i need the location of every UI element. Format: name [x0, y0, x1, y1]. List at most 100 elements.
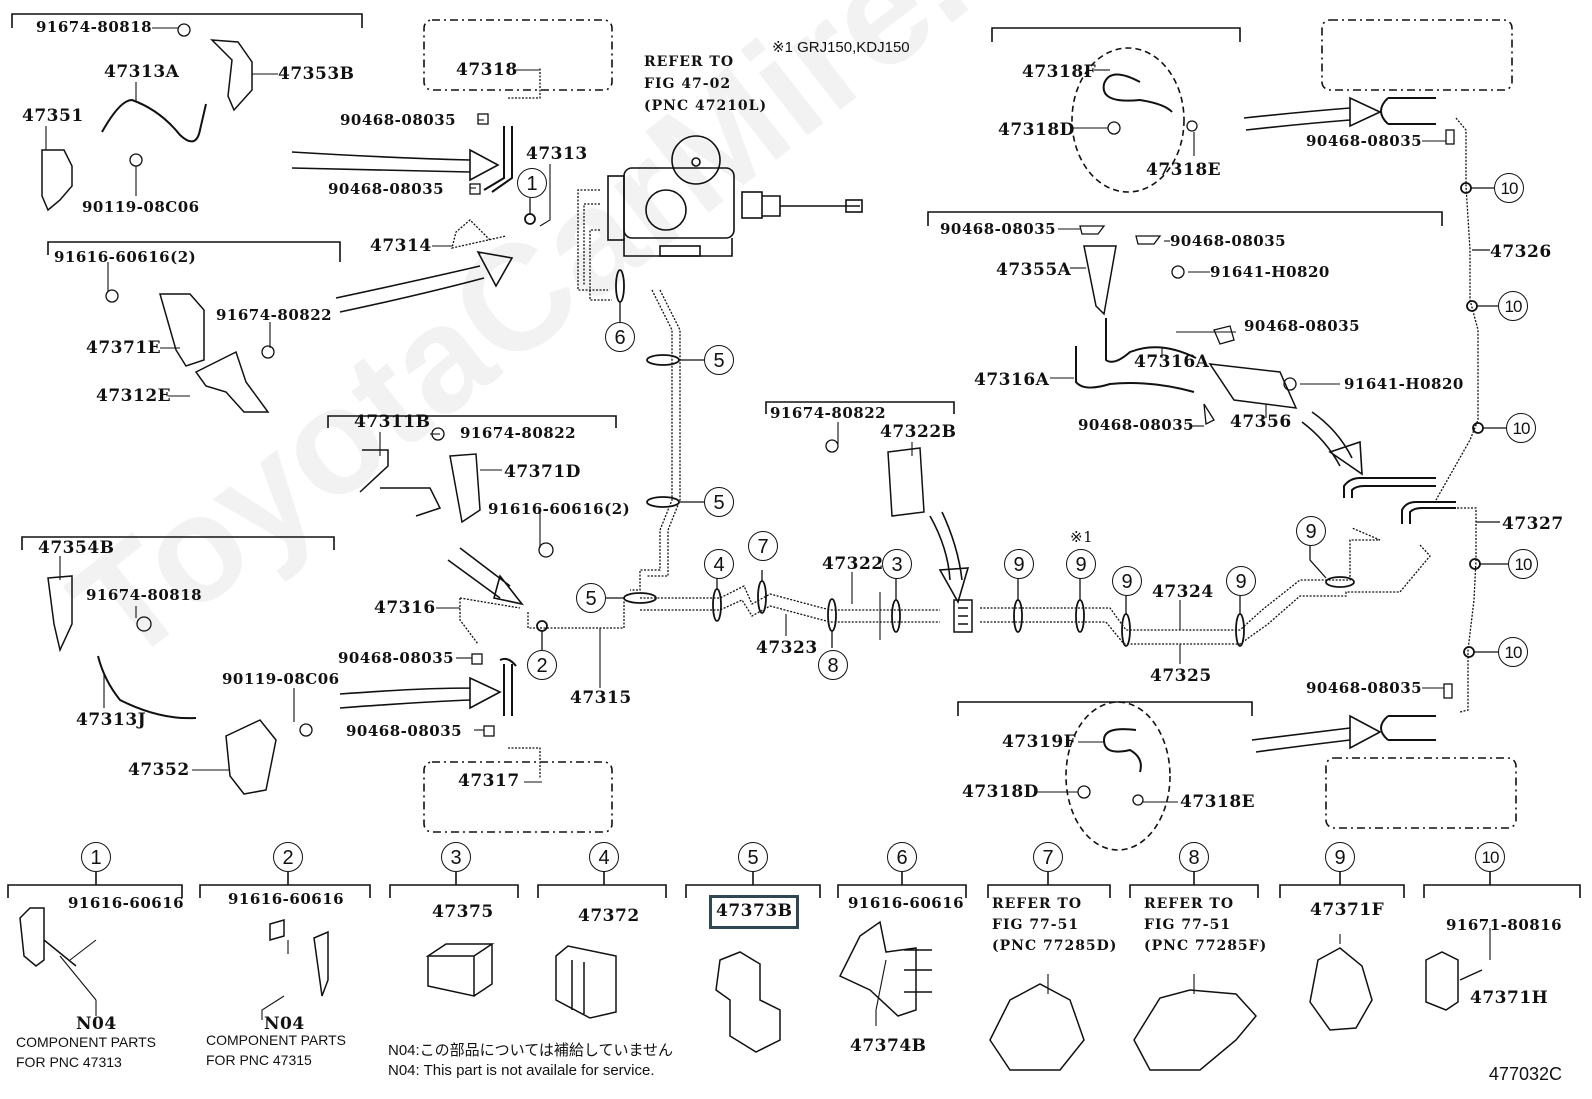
figure-id: 477032C [1488, 1064, 1562, 1084]
part-label[interactable]: 90119-08C06 [222, 670, 340, 688]
part-label[interactable]: 91674-80822 [216, 306, 333, 324]
part-label[interactable]: 47327 [1502, 514, 1564, 534]
dash-box-47317 [423, 761, 613, 833]
part-label[interactable]: 47325 [1150, 666, 1212, 686]
part-label[interactable]: 91641-H0820 [1344, 375, 1464, 393]
part-label[interactable]: 47313 [526, 144, 588, 164]
part-label[interactable]: 47316A [1134, 352, 1210, 372]
part-label[interactable]: 91674-80818 [36, 18, 153, 36]
part-label[interactable]: 47318F [1022, 62, 1097, 82]
part-label[interactable]: 90468-08035 [328, 180, 445, 198]
callout-9[interactable]: 9 [1112, 566, 1142, 596]
part-label[interactable]: 47313A [104, 62, 180, 82]
legend-sketch-5 [715, 951, 781, 1053]
part-label[interactable]: 47355A [996, 260, 1072, 280]
part-label[interactable]: 47315 [570, 688, 632, 708]
callout-1[interactable]: 1 [517, 168, 547, 198]
part-label[interactable]: 90468-08035 [338, 649, 455, 667]
legend-part-3[interactable]: 47375 [432, 902, 494, 922]
part-label[interactable]: 47318E [1180, 792, 1256, 812]
part-label[interactable]: 91674-80818 [86, 586, 203, 604]
callout-6[interactable]: 6 [605, 322, 635, 352]
callout-10[interactable]: 10 [1498, 637, 1528, 667]
part-label[interactable]: 91641-H0820 [1210, 263, 1330, 281]
legend-ref-8b[interactable]: FIG 77-51 [1144, 917, 1232, 933]
part-label[interactable]: 90468-08035 [1170, 232, 1287, 250]
part-label[interactable]: 90468-08035 [940, 220, 1057, 238]
callout-4[interactable]: 4 [704, 549, 734, 579]
legend-part-6[interactable]: 91616-60616 [848, 894, 965, 912]
part-label[interactable]: 47324 [1152, 582, 1214, 602]
bracket-47354B [21, 536, 335, 550]
callout-7[interactable]: 7 [748, 531, 778, 561]
part-label[interactable]: 47311B [354, 412, 431, 432]
part-label[interactable]: 90468-08035 [1244, 317, 1361, 335]
legend-bracket-1 [7, 872, 183, 898]
callout-5[interactable]: 5 [704, 345, 734, 375]
dash-oval-47318F [1071, 47, 1185, 193]
part-label[interactable]: 47354B [38, 538, 115, 558]
part-label[interactable]: 47318E [1146, 160, 1222, 180]
legend-callout-6: 6 [887, 842, 917, 872]
part-label[interactable]: 90468-08035 [1306, 132, 1423, 150]
callout-9[interactable]: 9 [1296, 516, 1326, 546]
callout-9[interactable]: 9 [1226, 566, 1256, 596]
legend-part-10[interactable]: 91671-80816 [1446, 916, 1563, 934]
callout-8[interactable]: 8 [818, 650, 848, 680]
legend-ref-7b[interactable]: FIG 77-51 [992, 917, 1080, 933]
part-label[interactable]: 90468-08035 [340, 111, 457, 129]
legend-part-6b[interactable]: 47374B [850, 1036, 927, 1056]
legend-sketch-10 [1425, 951, 1483, 1011]
legend-sketch-7 [989, 983, 1085, 1071]
part-label[interactable]: 91616-60616(2) [488, 500, 631, 518]
part-label[interactable]: 47371E [86, 338, 162, 358]
legend-part-9[interactable]: 47371F [1310, 900, 1385, 920]
legend-part-4[interactable]: 47372 [578, 906, 640, 926]
part-label[interactable]: 47353B [278, 64, 355, 84]
bracket-47311B [327, 415, 617, 428]
part-label[interactable]: 47352 [128, 760, 190, 780]
callout-5[interactable]: 5 [576, 583, 606, 613]
part-label[interactable]: 90468-08035 [346, 722, 463, 740]
part-label[interactable]: 47323 [756, 638, 818, 658]
part-label[interactable]: 47317 [458, 771, 520, 791]
part-label[interactable]: 47356 [1230, 412, 1292, 432]
part-label[interactable]: 47318D [962, 782, 1039, 802]
legend-part-1[interactable]: 91616-60616 [68, 894, 185, 912]
part-label[interactable]: 47326 [1490, 242, 1552, 262]
callout-3[interactable]: 3 [882, 549, 912, 579]
part-label[interactable]: 47313J [76, 710, 147, 730]
part-label[interactable]: 47322 [822, 554, 884, 574]
part-label[interactable]: 47318D [998, 120, 1075, 140]
legend-part-10b[interactable]: 47371H [1470, 988, 1549, 1008]
part-label[interactable]: 47322B [880, 422, 957, 442]
legend-callout-10: 10 [1475, 842, 1505, 872]
legend-callout-1: 1 [81, 842, 111, 872]
callout-9[interactable]: 9 [1066, 549, 1096, 579]
part-label[interactable]: 47318 [456, 60, 518, 80]
part-label[interactable]: 47316A [974, 370, 1050, 390]
callout-10[interactable]: 10 [1498, 291, 1528, 321]
legend-part-2[interactable]: 91616-60616 [228, 890, 345, 908]
callout-10[interactable]: 10 [1508, 549, 1538, 579]
callout-9[interactable]: 9 [1004, 549, 1034, 579]
part-label[interactable]: 91674-80822 [770, 404, 887, 422]
callout-2[interactable]: 2 [527, 650, 557, 680]
part-label[interactable]: 47314 [370, 236, 432, 256]
part-label[interactable]: 47351 [22, 106, 84, 126]
part-label[interactable]: 90468-08035 [1306, 679, 1423, 697]
part-label[interactable]: 47371D [504, 462, 581, 482]
part-label[interactable]: 90468-08035 [1078, 416, 1195, 434]
part-label[interactable]: 47319F [1002, 732, 1077, 752]
callout-5[interactable]: 5 [704, 487, 734, 517]
part-label[interactable]: 47312E [96, 386, 172, 406]
legend-part-5[interactable]: 47373B [716, 901, 793, 921]
callout-10[interactable]: 10 [1494, 173, 1524, 203]
part-label[interactable]: 91616-60616(2) [54, 248, 197, 266]
part-label[interactable]: 91674-80822 [460, 424, 577, 442]
callout-10[interactable]: 10 [1506, 413, 1536, 443]
part-label[interactable]: 90119-08C06 [82, 198, 200, 216]
legend-callout-7: 7 [1033, 842, 1063, 872]
hoses [97, 73, 1456, 773]
part-label[interactable]: 47316 [374, 598, 436, 618]
